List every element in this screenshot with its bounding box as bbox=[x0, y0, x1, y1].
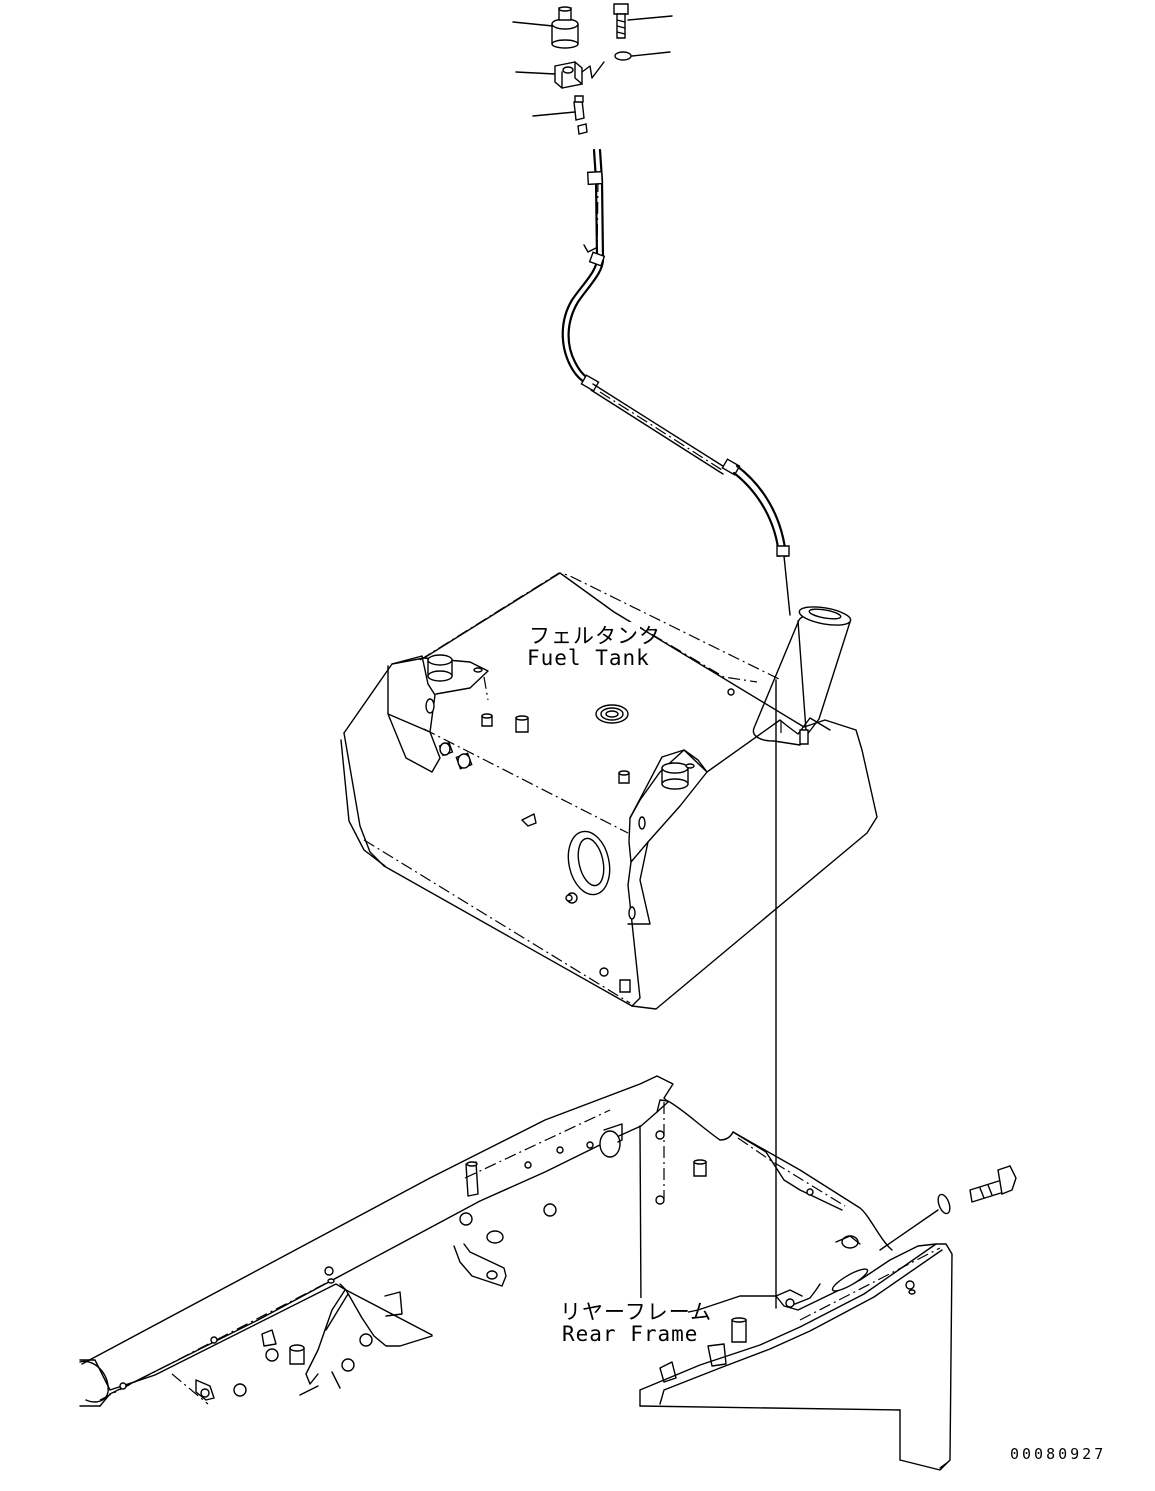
sensor-cap-part bbox=[552, 7, 578, 48]
rear-frame-label-jp: リヤーフレーム bbox=[560, 1300, 713, 1324]
fuel-tank-label-jp: フェルタンク bbox=[529, 624, 661, 648]
breather-hose bbox=[563, 150, 790, 615]
rear-frame-label-en: Rear Frame bbox=[562, 1322, 699, 1346]
rear-frame-drawing bbox=[80, 1076, 1016, 1470]
fuel-tank-drawing bbox=[341, 573, 877, 1308]
label-backdrop-rear-frame bbox=[556, 1298, 688, 1346]
leader-lines bbox=[513, 16, 672, 116]
bracket-part bbox=[555, 62, 604, 88]
hose-fitting-part bbox=[574, 96, 587, 134]
washer-part bbox=[615, 52, 631, 60]
sensor-parts-group bbox=[513, 4, 672, 134]
drawing-number: 00080927 bbox=[1010, 1445, 1107, 1463]
label-backdrop-fuel-tank bbox=[522, 622, 640, 670]
bolt-part bbox=[614, 4, 628, 38]
fuel-tank-label-en: Fuel Tank bbox=[527, 646, 650, 670]
